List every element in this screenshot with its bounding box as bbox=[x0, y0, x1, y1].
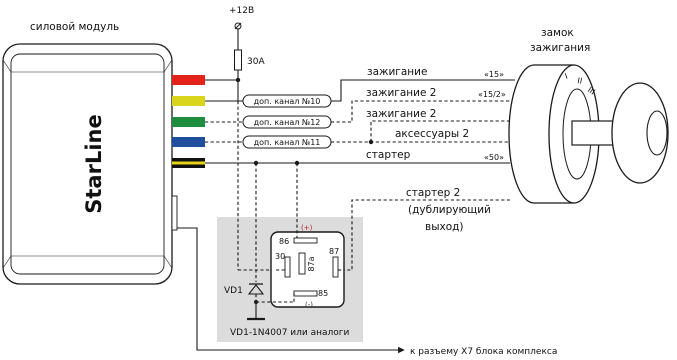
lock-position-ii: II bbox=[577, 76, 583, 86]
fuse bbox=[234, 49, 242, 71]
ext-channel-10: доп. канал №10 bbox=[242, 94, 332, 108]
relay bbox=[270, 231, 345, 308]
ignition-lock-label-2: зажигания bbox=[530, 42, 590, 54]
starter2-label-3: выход) bbox=[425, 221, 463, 233]
ignition-terminal: «15» bbox=[484, 70, 504, 79]
ignition2-label: зажигание 2 bbox=[366, 87, 436, 99]
ext-channel-11: доп. канал №11 bbox=[242, 135, 332, 149]
svg-text:доп. канал №10: доп. канал №10 bbox=[254, 97, 321, 106]
ignition-lock-label-1: замок bbox=[541, 27, 574, 39]
ignition-lock bbox=[508, 64, 669, 204]
starter-terminal: «50» bbox=[484, 153, 504, 162]
relay-pin-86: 86 bbox=[279, 237, 289, 246]
starter2-label-2: (дублирующий bbox=[408, 204, 491, 216]
brand-logo: StarLine bbox=[82, 114, 106, 213]
fuse-label: 30А bbox=[247, 57, 265, 67]
wire-yellow bbox=[172, 96, 205, 106]
ignition-label: зажигание bbox=[367, 66, 427, 78]
wire-black-yellow bbox=[172, 158, 205, 168]
ext-channel-12: доп. канал №12 bbox=[242, 115, 332, 129]
relay-pin-87: 87 bbox=[329, 247, 339, 256]
ignition2-terminal: «15/2» bbox=[478, 90, 506, 99]
wire-blue bbox=[172, 137, 205, 147]
x7-connector-label: к разъему Х7 блока комплекса bbox=[410, 347, 557, 357]
relay-plus: (+) bbox=[301, 224, 313, 232]
wire-green bbox=[172, 117, 205, 127]
lock-position-iii: III bbox=[586, 85, 597, 96]
relay-pin-30: 30 bbox=[275, 252, 285, 261]
power-module-label: силовой модуль bbox=[30, 21, 119, 33]
accessories2-label: аксессуары 2 bbox=[395, 128, 469, 140]
wire-red bbox=[172, 75, 205, 85]
ignition2-extra-label: зажигание 2 bbox=[366, 108, 436, 120]
svg-text:доп. канал №11: доп. канал №11 bbox=[254, 138, 321, 147]
lock-position-i: I bbox=[564, 72, 569, 81]
relay-minus: (-) bbox=[305, 301, 313, 309]
vd1-note: VD1-1N4007 или аналоги bbox=[230, 328, 349, 338]
relay-pin-87a: 87а bbox=[307, 256, 316, 271]
starter2-label-1: стартер 2 bbox=[406, 187, 460, 199]
plus12v-label: +12В bbox=[229, 6, 254, 16]
svg-text:доп. канал №12: доп. канал №12 bbox=[254, 118, 321, 127]
vd1-label: VD1 bbox=[224, 286, 243, 296]
relay-pin-85: 85 bbox=[318, 289, 328, 298]
starter-label: стартер bbox=[366, 149, 411, 161]
supply-terminal bbox=[234, 22, 242, 30]
